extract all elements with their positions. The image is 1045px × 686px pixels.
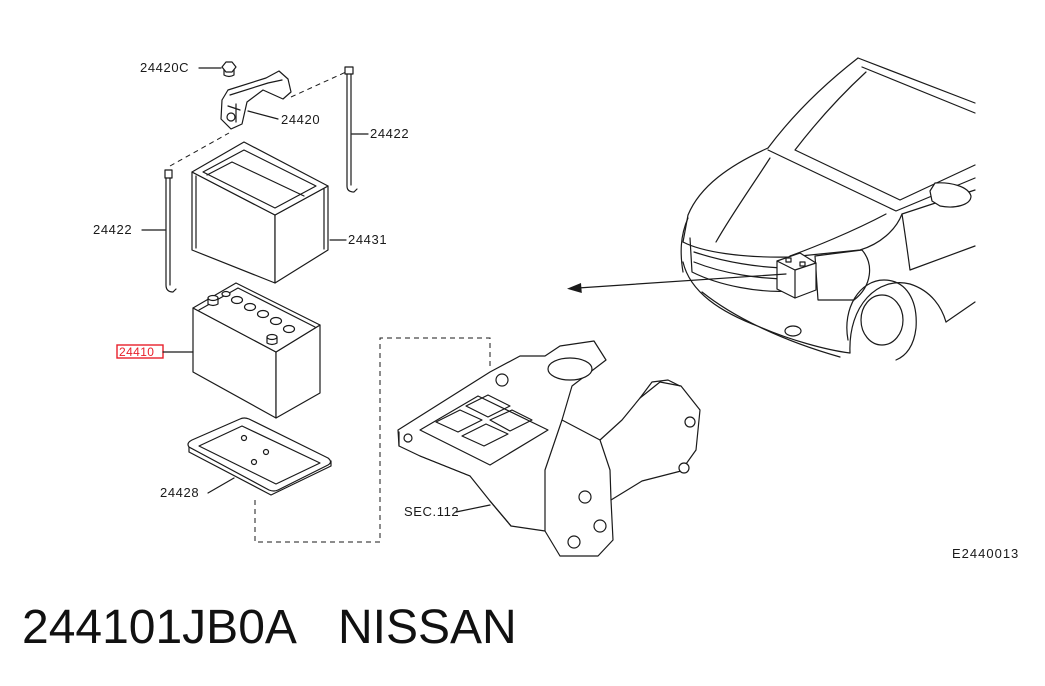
bracket-hole xyxy=(684,416,696,428)
arrow-head xyxy=(567,283,582,293)
nut-24420c: 24420C xyxy=(140,60,237,78)
rod-shaft xyxy=(165,177,177,293)
battery-cover-24431: 24431 xyxy=(191,141,387,284)
part-label-24422-right[interactable]: 24422 xyxy=(370,126,409,141)
rod-cap xyxy=(164,169,173,179)
battery-positive-terminal xyxy=(207,294,219,307)
arrow-shaft xyxy=(577,273,787,289)
cover-inner-wall xyxy=(206,161,305,197)
mounting-bracket-sec112: SEC.112 xyxy=(397,340,701,557)
part-label-sec112[interactable]: SEC.112 xyxy=(404,504,459,519)
tray-hole xyxy=(262,448,270,456)
bracket-edge xyxy=(398,431,512,527)
terminal-top xyxy=(207,294,219,302)
battery-tray-24428: 24428 xyxy=(160,417,332,500)
bracket-hole xyxy=(226,112,236,122)
bracket-hole xyxy=(593,519,607,533)
rod-24422-right: 24422 xyxy=(344,66,409,193)
vent-cap xyxy=(221,290,231,298)
vehicle-illustration xyxy=(680,57,976,361)
battery-top-face xyxy=(192,282,321,353)
rod-shaft xyxy=(346,73,358,193)
fog-light xyxy=(784,325,802,337)
diagram-code: E2440013 xyxy=(952,546,1019,561)
engine-battery-box xyxy=(776,252,817,299)
tray-hole xyxy=(250,458,258,466)
cover-seam xyxy=(195,175,325,250)
battery-negative-terminal xyxy=(266,333,278,346)
assembly-line-right-rod xyxy=(290,71,347,98)
leader-sec112 xyxy=(455,504,491,513)
vent-cap xyxy=(256,309,270,319)
bracket-recess xyxy=(419,395,549,466)
part-label-24422-left[interactable]: 24422 xyxy=(93,222,132,237)
side-mirror xyxy=(929,182,972,208)
tray-hole xyxy=(240,434,248,442)
grille xyxy=(689,237,791,292)
engine-battery-edge xyxy=(776,260,817,299)
nut-hex xyxy=(221,61,237,73)
bracket-hole xyxy=(678,462,690,474)
part-label-24431[interactable]: 24431 xyxy=(348,232,387,247)
cover-opening xyxy=(202,149,317,209)
roof-line xyxy=(857,57,976,114)
hood-crease xyxy=(715,157,887,257)
hood-front-edge xyxy=(682,213,903,258)
tray-lip xyxy=(198,425,321,485)
vent-cap xyxy=(282,324,296,334)
wheel-rim xyxy=(860,294,904,346)
wheel-arch xyxy=(849,282,947,354)
hood-shoulder xyxy=(682,147,769,243)
bracket-body xyxy=(220,70,292,130)
bracket-grid xyxy=(435,394,533,447)
headlight xyxy=(814,249,871,301)
bracket-oval-opening xyxy=(547,357,593,381)
rod-24422-left: 24422 xyxy=(93,169,177,293)
bracket-arm xyxy=(544,379,681,532)
part-label-24420[interactable]: 24420 xyxy=(281,112,320,127)
vent-cap xyxy=(269,316,283,326)
tire xyxy=(846,279,917,361)
bracket-hole xyxy=(578,490,592,504)
brand-title: NISSAN xyxy=(338,601,517,654)
assembly-line-sec112 xyxy=(254,337,491,543)
leader-24420 xyxy=(247,110,279,120)
bracket-hole xyxy=(403,433,413,443)
a-pillar xyxy=(767,57,859,149)
windshield xyxy=(794,71,976,201)
part-label-24428[interactable]: 24428 xyxy=(160,485,199,500)
battery-location-marker xyxy=(776,252,817,299)
rod-cap xyxy=(344,66,354,75)
battery-24410: 24410 xyxy=(116,282,321,419)
lower-bumper xyxy=(701,291,841,358)
bracket-hole xyxy=(495,373,509,387)
location-arrow xyxy=(567,273,787,293)
body-left-edge xyxy=(680,217,689,273)
part-label-24410[interactable]: 24410 xyxy=(119,345,154,359)
engine-battery-terminal xyxy=(785,257,792,263)
bracket-hole xyxy=(567,535,581,549)
bracket-24420: 24420 xyxy=(220,70,320,130)
leader-24428 xyxy=(207,477,235,494)
vent-cap xyxy=(243,302,257,312)
battery-vent-caps xyxy=(221,290,296,334)
terminal-top xyxy=(266,333,278,341)
tray-top xyxy=(187,417,332,492)
assembly-line-left-rod xyxy=(169,132,230,167)
part-number-title: 244101JB0A xyxy=(22,601,297,654)
footer: 244101JB0A NISSAN xyxy=(0,604,1045,664)
engine-battery-terminal xyxy=(799,261,806,267)
part-label-24420c[interactable]: 24420C xyxy=(140,60,189,75)
vent-cap xyxy=(230,295,244,305)
bracket-rib xyxy=(227,79,283,123)
